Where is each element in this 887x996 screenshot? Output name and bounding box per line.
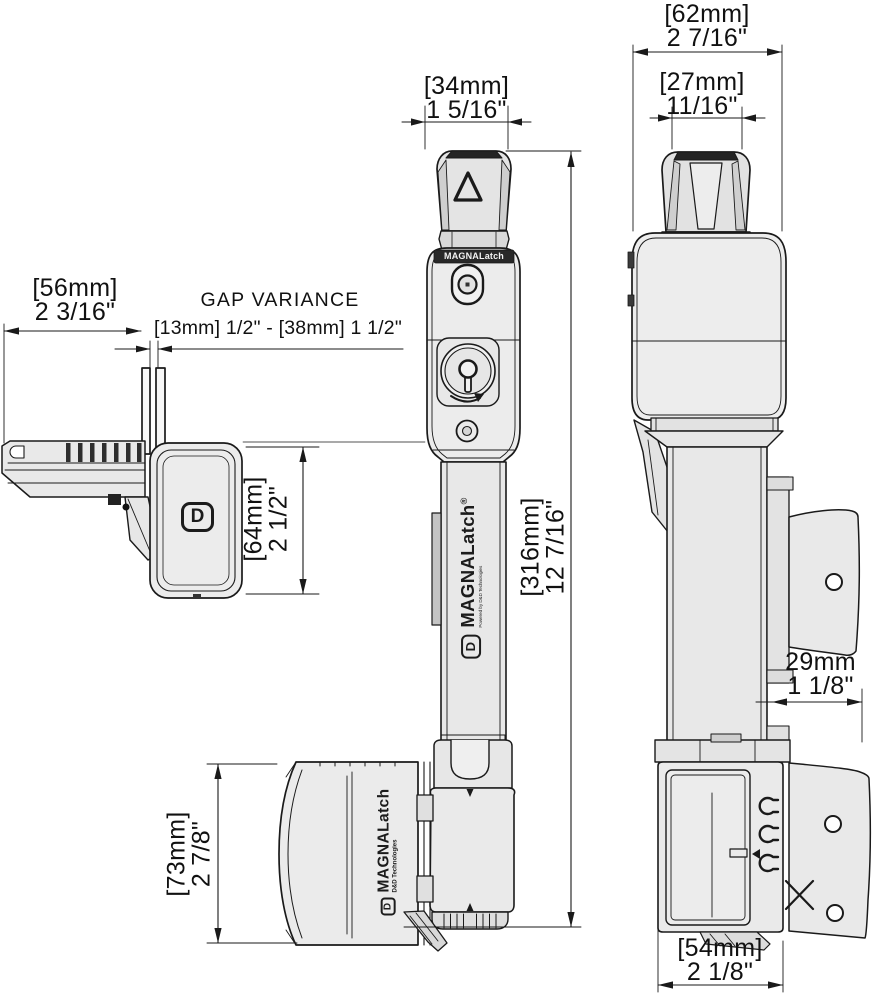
mounting-hole [824,815,842,833]
gap-variance-range: [13mm] 1/2" - [38mm] 1 1/2" [154,317,402,339]
dim-mm: [27mm] [659,68,745,96]
mounting-hole [826,904,844,922]
dim-mm: [62mm] [664,0,750,28]
clip-icon [758,796,780,816]
dim-27-lines [649,106,766,150]
post-section [155,367,166,452]
dim-inch: 2 1/2" [264,485,292,553]
dim-62-lines [632,44,783,232]
dim-29-lines [755,688,863,743]
dim-mm: [56mm] [32,274,118,302]
dim-mm: [64mm] [239,476,268,562]
bottom-brand-name: MAGNALatch [375,788,393,893]
dim-mm: 29mm [785,648,856,676]
x-mark-icon [784,879,815,911]
dim-inch: 12 7/16" [541,499,569,595]
stem-brand-tagline: Powered by D&D Technologies [477,565,483,628]
screw-icon [108,494,121,505]
dim-73-lines [206,763,298,944]
clip-icon [758,824,780,844]
key-lock [436,337,500,407]
mounting-hole [825,573,843,591]
dim-64-lines [245,446,320,595]
brand-name-text: MAGNALatch [457,504,479,628]
dim-316-lines [403,150,582,928]
pointer-triangle-icon [752,849,760,859]
stem-brand-text: MAGNALatch® Powered by D&D Technologies [457,497,483,628]
keyhole-icon [458,359,478,379]
dim-inch: 1 1/8" [787,672,854,701]
stem-brand-name: MAGNALatch® [457,497,479,628]
dim-mm: [34mm] [423,72,510,100]
bottom-view [278,761,448,952]
side-view [627,151,872,951]
dim-inch: 1 5/16" [426,96,507,125]
knob-triangle-icon [453,171,483,202]
post-section [141,367,151,455]
dim-inch: 2 7/16" [666,24,748,53]
brand-band-label: MAGNALatch [444,251,504,261]
bottom-brand: D MAGNALatch D&D Technologies [375,788,400,916]
gap-variance-title: GAP VARIANCE [200,289,360,311]
dim-top-view-depth: [56mm] 2 3/16" [6,274,144,327]
dimension-lines [3,44,863,993]
dim-front-knob-width: [34mm] 1 5/16" [393,72,540,125]
dim-top-latch-height: [64mm] 2 1/2" [239,476,292,562]
dim-side-body-width: [62mm] 2 7/16" [622,0,792,53]
bottom-brand-tagline: D&D Technologies [392,839,399,893]
dim-bracket-offset: 29mm 1 1/8" [763,648,878,701]
top-view [1,367,426,599]
dim-bottom-body-width: [54mm] 2 1/8" [644,934,796,987]
dim-bottom-latch-height: [73mm] 2 7/8" [162,811,215,897]
dim-inch: 2 3/16" [34,298,116,327]
indicator-oval [450,263,485,306]
clip-icon [758,853,780,873]
dd-logo: D [181,502,214,532]
dim-side-knob-width: [27mm] 11/16" [627,68,777,121]
brand-band [433,249,515,264]
dim-mm: [316mm] [516,497,545,597]
front-view [426,150,521,930]
dd-logo: D [460,634,481,659]
dd-logo: D [380,897,396,916]
screw-icon [122,503,130,511]
bottom-brand-text: MAGNALatch D&D Technologies [375,788,400,893]
registered-mark: ® [458,497,469,505]
dim-56-lines [3,323,142,444]
dim-34-lines [401,105,532,150]
dim-inch: 11/16" [666,92,738,121]
dim-mm: [54mm] [677,934,763,962]
dim-gap-lines [114,340,404,369]
dim-inch: 2 1/8" [686,958,754,987]
dim-54-lines [657,916,784,993]
dim-mm: [73mm] [162,811,191,897]
dim-inch: 2 7/8" [187,820,215,888]
dim-overall-height: [316mm] 12 7/16" [516,497,569,597]
stem-brand: D MAGNALatch® Powered by D&D Technologie… [457,497,483,659]
